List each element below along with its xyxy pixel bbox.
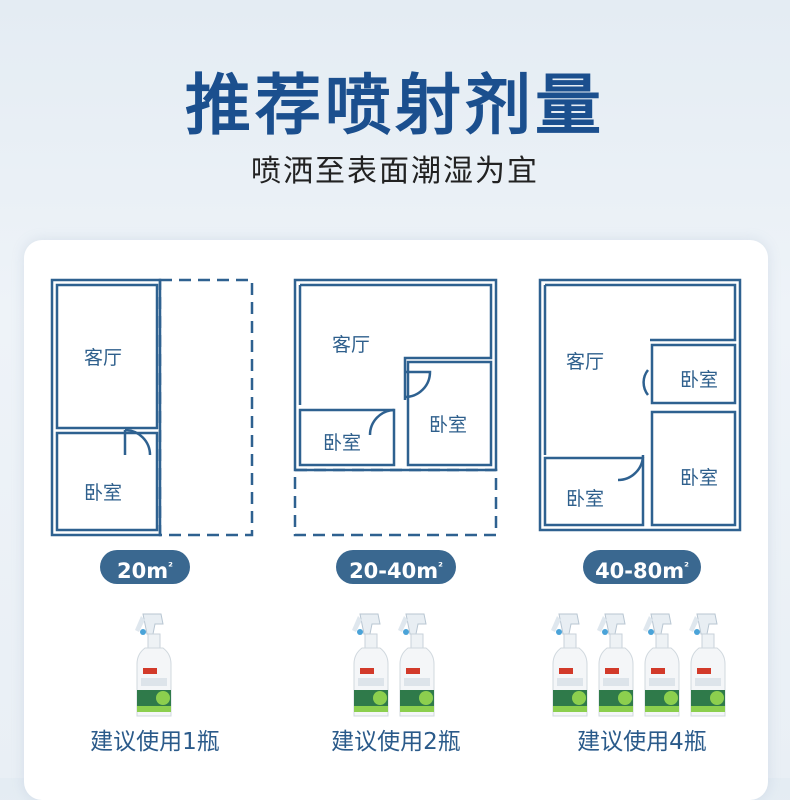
room-label: 卧室 [566, 488, 605, 510]
spray-bottle-image [133, 610, 177, 720]
usage-caption: 建议使用4瓶 [577, 729, 707, 755]
area-text: 20m [117, 559, 169, 583]
room-label: 客厅 [332, 334, 371, 356]
floor-plan-small [50, 278, 254, 537]
area-text: 20-40m [349, 559, 439, 583]
usage-caption: 建议使用1瓶 [90, 729, 220, 755]
spray-bottle-image [641, 610, 685, 720]
area-badge-large: 40-80m² [583, 550, 701, 584]
area-badge-small: 20m² [100, 550, 190, 584]
floor-plan-medium [293, 278, 498, 537]
room-label: 客厅 [84, 347, 123, 369]
spray-bottle-image [350, 610, 394, 720]
area-badge-medium: 20-40m² [336, 550, 456, 584]
spray-bottle-image [687, 610, 731, 720]
spray-bottle-image [549, 610, 593, 720]
room-label: 卧室 [323, 432, 362, 454]
area-unit: ² [684, 560, 689, 573]
page-subtitle: 喷洒至表面潮湿为宜 [251, 154, 539, 189]
bottle-group [95, 610, 215, 720]
room-label: 客厅 [566, 351, 605, 373]
usage-caption: 建议使用2瓶 [331, 729, 461, 755]
spray-bottle-image [396, 610, 440, 720]
area-text: 40-80m [595, 559, 685, 583]
room-label: 卧室 [680, 467, 719, 489]
room-label: 卧室 [429, 414, 468, 436]
room-label: 卧室 [84, 482, 123, 504]
bottle-group [545, 610, 735, 720]
area-unit: ² [168, 560, 173, 573]
floor-plans [50, 278, 742, 537]
floor-plan-large [538, 278, 742, 532]
area-unit: ² [438, 560, 443, 573]
bottle-group [330, 610, 460, 720]
page-title: 推荐喷射剂量 [185, 67, 605, 144]
spray-bottle-image [595, 610, 639, 720]
room-label: 卧室 [680, 369, 719, 391]
